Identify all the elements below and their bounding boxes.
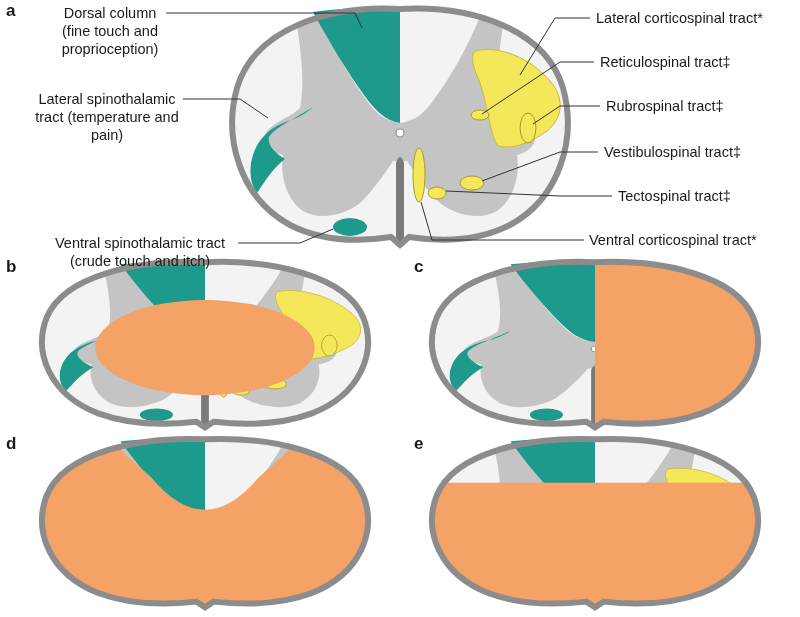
- tract-label: Vestibulospinal tract‡: [604, 143, 796, 161]
- lesion-area: [30, 431, 380, 616]
- panel-letter: b: [6, 258, 36, 276]
- anterior-cord-lesion: [35, 435, 375, 613]
- lesion-area: [420, 483, 770, 617]
- tract-label: Dorsal column (fine touch and propriocep…: [50, 4, 170, 58]
- tract-label: Lateral corticospinal tract*: [596, 9, 796, 27]
- spinal-cord-section: [225, 3, 575, 253]
- lesion-area: [595, 258, 770, 433]
- tract-label: Ventral corticospinal tract*: [589, 231, 796, 249]
- tract-label: Lateral spinothalamic tract (temperature…: [33, 90, 181, 144]
- tract-label: Ventral spinothalamic tract (crude touch…: [45, 234, 235, 270]
- lesion-area: [95, 300, 315, 395]
- ventral-cord-lesion: [425, 435, 765, 613]
- panel-letter: d: [6, 435, 36, 453]
- panel-letter: a: [6, 2, 36, 20]
- tract-label: Reticulospinal tract‡: [600, 53, 796, 71]
- hemisection-lesion: [425, 258, 765, 433]
- panel-letter: e: [414, 435, 444, 453]
- panel-letter: c: [414, 258, 444, 276]
- tract-label: Tectospinal tract‡: [618, 187, 796, 205]
- tract-label: Rubrospinal tract‡: [606, 97, 796, 115]
- central-cord-lesion: [35, 258, 375, 433]
